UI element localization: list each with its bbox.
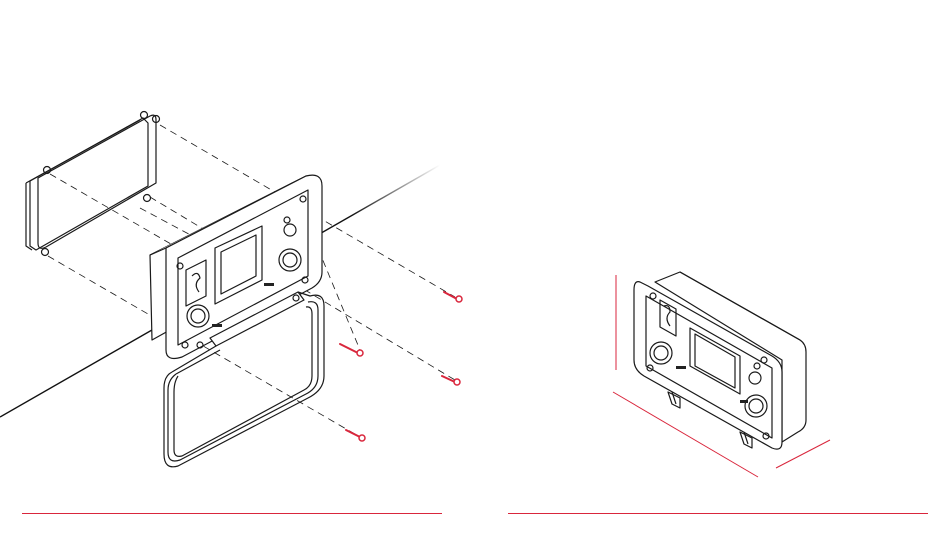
assembled-view — [613, 272, 830, 477]
control-knob-icon — [745, 395, 767, 417]
mounting-screw — [444, 292, 462, 302]
exploded-view — [0, 112, 462, 467]
dimension-depth-line — [776, 440, 830, 468]
device-housing — [634, 272, 806, 449]
back-plate — [26, 112, 160, 256]
control-knob-icon — [187, 305, 209, 327]
control-knob-icon — [650, 342, 672, 364]
device-housing — [150, 175, 322, 358]
control-knob-icon — [279, 249, 301, 271]
divider-rule-right — [508, 513, 928, 514]
mounting-screw — [346, 430, 365, 441]
divider-rule-left — [22, 513, 442, 514]
mounting-screw — [340, 344, 363, 356]
